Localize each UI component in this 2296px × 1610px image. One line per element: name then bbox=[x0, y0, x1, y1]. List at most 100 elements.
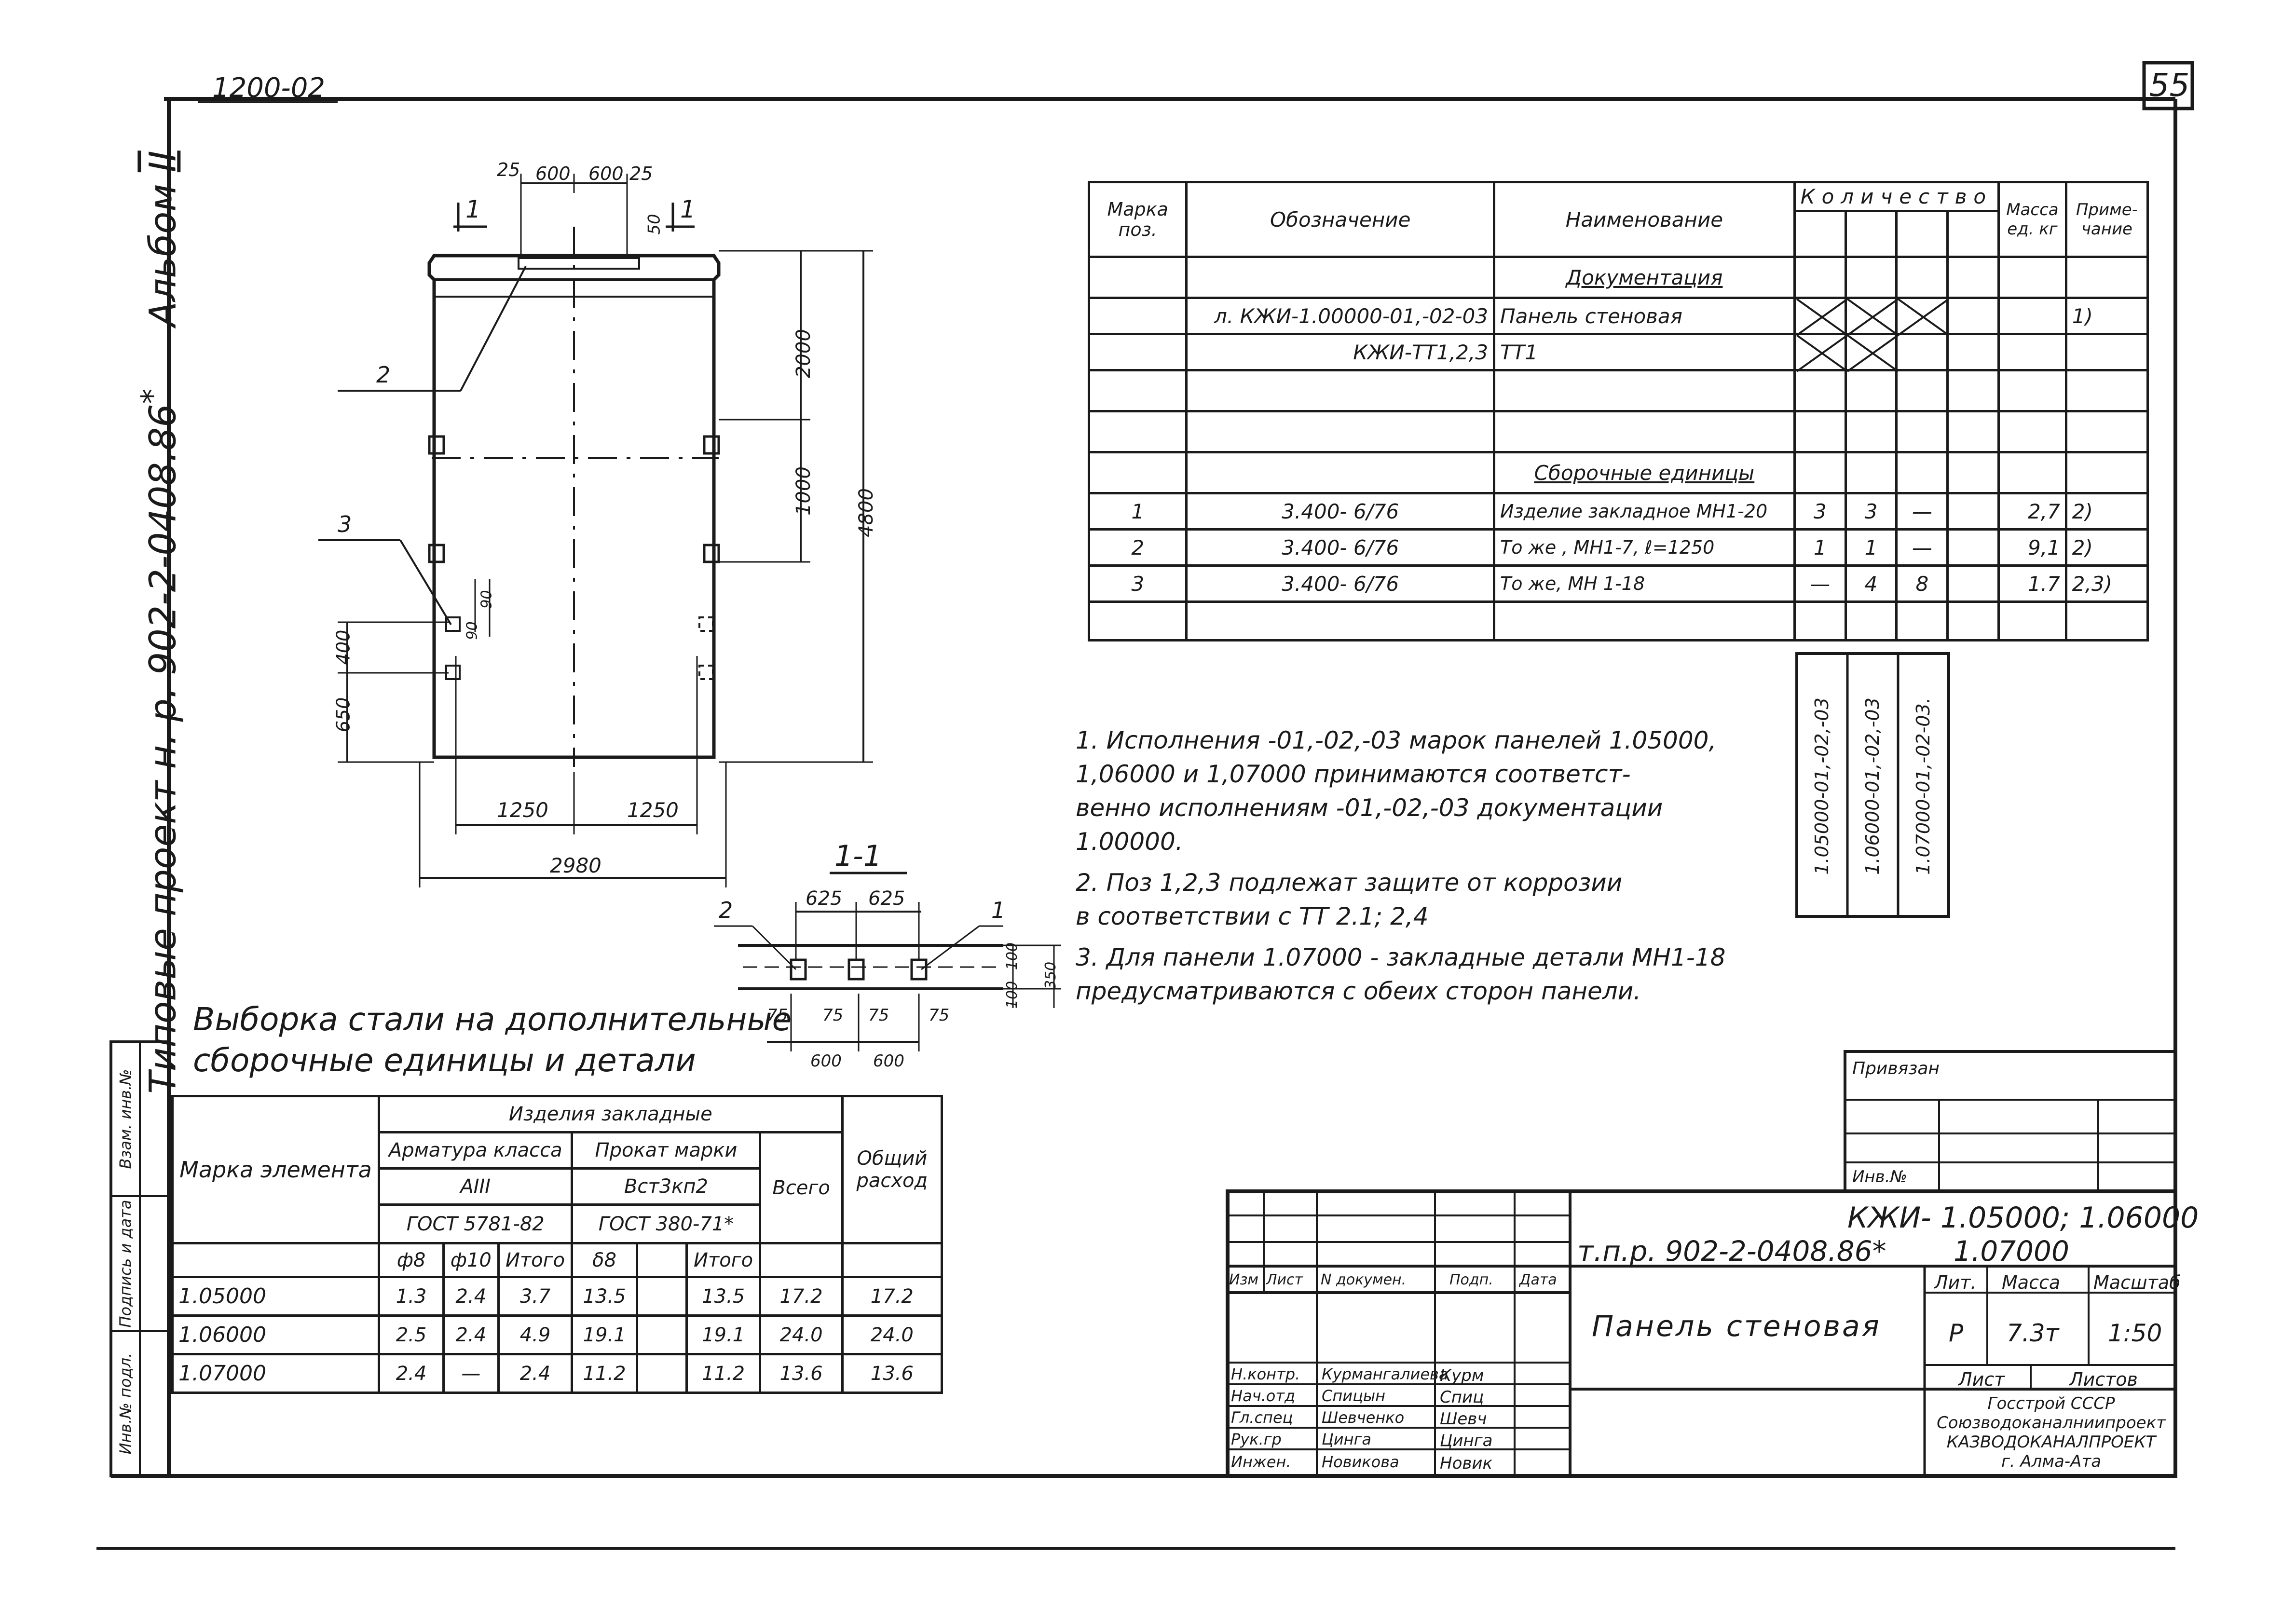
steel-cell-t8: 13.5 bbox=[571, 1276, 638, 1317]
steel-cell-blank bbox=[635, 1276, 688, 1317]
steel-head-rolled-gost: ГОСТ 380-71* bbox=[571, 1203, 762, 1244]
steel-cell-sub: 2.4 bbox=[497, 1353, 574, 1394]
spec-row bbox=[1087, 369, 2149, 412]
spec-row bbox=[1087, 410, 2149, 453]
note-line: 3. Для панели 1.07000 - закладные детали… bbox=[1076, 943, 1726, 971]
tb-person: Курмангалиева bbox=[1322, 1365, 1449, 1383]
dim-top-4: 25 bbox=[629, 163, 653, 184]
tb-sheets-label: Листов bbox=[2069, 1369, 2138, 1390]
tb-lit: Р bbox=[1949, 1319, 1964, 1347]
tb-person: Цинга bbox=[1322, 1430, 1371, 1448]
tb-lit-label: Лит. bbox=[1934, 1272, 1977, 1293]
tb-role: Гл.спец bbox=[1231, 1408, 1293, 1427]
steel-head-subtotal: Итого bbox=[497, 1242, 574, 1278]
section-dim-600a: 600 bbox=[810, 1051, 842, 1071]
signature: Новик bbox=[1440, 1454, 1493, 1473]
steel-cell-t8: 19.1 bbox=[571, 1314, 638, 1355]
spec-cell-name: Сборочные единицы bbox=[1493, 451, 1796, 494]
spec-cell-q2: 3 bbox=[1844, 492, 1898, 531]
spec-cell-mass: 1.7 bbox=[1997, 564, 2067, 603]
album-number: II bbox=[141, 150, 184, 173]
dim-left-650: 650 bbox=[332, 697, 354, 733]
org-block: Госстрой СССР Союзводоканалниипроект КАЗ… bbox=[1929, 1394, 2173, 1471]
spec-cell-name: Изделие закладное МН1-20 bbox=[1493, 492, 1796, 531]
tb-role: Рук.гр bbox=[1231, 1430, 1282, 1448]
section-dim-75d: 75 bbox=[929, 1006, 950, 1025]
dim-right-4800: 4800 bbox=[855, 488, 877, 537]
spec-cell-q3: — bbox=[1895, 492, 1949, 531]
dim-left-90b: 90 bbox=[464, 621, 481, 640]
section-dim-75a: 75 bbox=[767, 1006, 788, 1025]
spec-head-mark: Марка поз. bbox=[1087, 181, 1188, 258]
spec-cell-q2: 4 bbox=[1844, 564, 1898, 603]
steel-cell-d8: 1.3 bbox=[377, 1276, 445, 1317]
steel-head-d8: ф8 bbox=[377, 1242, 445, 1278]
tb-person: Новикова bbox=[1322, 1453, 1399, 1471]
sheet-number: 55 bbox=[2149, 67, 2190, 104]
variant-label-2: 1.06000-01,-02,-03 bbox=[1862, 697, 1883, 875]
spec-cell-designation: л. КЖИ-1.00000-01,-02-03 bbox=[1185, 297, 1496, 335]
steel-cell-sub2: 19.1 bbox=[685, 1314, 762, 1355]
spec-cell-designation bbox=[1185, 256, 1496, 299]
spec-cell-note: 1) bbox=[2064, 297, 2149, 335]
note-line: 1,06000 и 1,07000 принимаются соответст- bbox=[1076, 760, 1631, 788]
spec-head-name: Наименование bbox=[1493, 181, 1796, 258]
org-line-4: г. Алма-Ата bbox=[2001, 1452, 2102, 1471]
side-title-mark: * bbox=[134, 388, 170, 404]
spec-cell-q4 bbox=[1946, 492, 2000, 531]
spec-cell-designation: 3.400- 6/76 bbox=[1185, 528, 1496, 567]
steel-table-title-2: сборочные единицы и детали bbox=[193, 1042, 696, 1079]
steel-cell-blank bbox=[635, 1314, 688, 1355]
dim-top-3: 600 bbox=[588, 163, 624, 184]
spec-cell-designation: КЖИ-ТТ1,2,3 bbox=[1185, 333, 1496, 371]
pos-label-3: 3 bbox=[338, 511, 352, 537]
variant-label-1: 1.05000-01,-02,-03 bbox=[1811, 697, 1832, 875]
steel-head-subtotal2: Итого bbox=[685, 1242, 762, 1278]
steel-cell-blank bbox=[635, 1353, 688, 1394]
spec-cell-q3: 8 bbox=[1895, 564, 1949, 603]
spec-cell-mark: 2 bbox=[1087, 528, 1188, 567]
title-project: т.п.р. 902-2-0408.86* bbox=[1577, 1235, 1886, 1268]
section-pos-1: 1 bbox=[991, 897, 1006, 923]
dim-bottom-1250b: 1250 bbox=[627, 798, 679, 822]
tied-label: Привязан bbox=[1852, 1059, 1940, 1078]
tb-person: Шевченко bbox=[1322, 1408, 1405, 1427]
steel-head-rebar-gost: ГОСТ 5781-82 bbox=[377, 1203, 574, 1244]
spec-row: 2 3.400- 6/76 То же , МН1-7, ℓ=1250 1 1 … bbox=[1087, 528, 2149, 567]
spec-cell-name: Документация bbox=[1493, 256, 1796, 299]
steel-cell-d8: 2.5 bbox=[377, 1314, 445, 1355]
spec-cell-note: 2,3) bbox=[2064, 564, 2149, 603]
steel-cell-overall: 17.2 bbox=[841, 1276, 943, 1317]
section-dim-625a: 625 bbox=[806, 887, 843, 910]
title-code-2: 1.07000 bbox=[1954, 1235, 2069, 1268]
org-line-2: Союзводоканалниипроект bbox=[1937, 1413, 2166, 1433]
spec-head-mass: Масса ед. кг bbox=[1997, 181, 2067, 258]
steel-table: Марка элемента Изделия закладные Общий р… bbox=[171, 1095, 943, 1394]
tb-mass-label: Масса bbox=[2002, 1272, 2061, 1293]
spec-row: 3 3.400- 6/76 То же, МН 1-18 — 4 8 1.7 2… bbox=[1087, 564, 2149, 603]
steel-head-rebar-class: Арматура класса bbox=[377, 1131, 574, 1170]
section-dim-625b: 625 bbox=[868, 887, 905, 910]
tb-role: Инжен. bbox=[1231, 1453, 1291, 1471]
tb-mass: 7.3т bbox=[2007, 1319, 2059, 1347]
variant-labels-frame bbox=[1795, 652, 1950, 918]
spec-cell-name: То же, МН 1-18 bbox=[1493, 564, 1796, 603]
spec-cell-mark bbox=[1087, 333, 1188, 371]
steel-cell-overall: 13.6 bbox=[841, 1353, 943, 1394]
tb-role: Н.контр. bbox=[1231, 1365, 1300, 1383]
section-dim-100b: 100 bbox=[1004, 981, 1021, 1009]
note-line: венно исполнениям -01,-02,-03 документац… bbox=[1076, 794, 1663, 822]
steel-head-t8: δ8 bbox=[571, 1242, 638, 1278]
spec-cell-mark bbox=[1087, 256, 1188, 299]
spec-cell-mark: 3 bbox=[1087, 564, 1188, 603]
spec-cell-designation: 3.400- 6/76 bbox=[1185, 564, 1496, 603]
steel-table-title-1: Выборка стали на дополнительные bbox=[193, 1001, 792, 1038]
tied-inv-label: Инв.№ bbox=[1852, 1167, 1907, 1187]
spec-cell-q1: 1 bbox=[1793, 528, 1847, 567]
dim-bottom-1250a: 1250 bbox=[497, 798, 548, 822]
steel-cell-overall: 24.0 bbox=[841, 1314, 943, 1355]
album-code: 1200-02 bbox=[212, 72, 325, 104]
dim-right-2000: 2000 bbox=[792, 329, 815, 378]
spec-cell-name: Панель стеновая bbox=[1493, 297, 1796, 335]
steel-head-rolled: Прокат марки bbox=[571, 1131, 762, 1170]
